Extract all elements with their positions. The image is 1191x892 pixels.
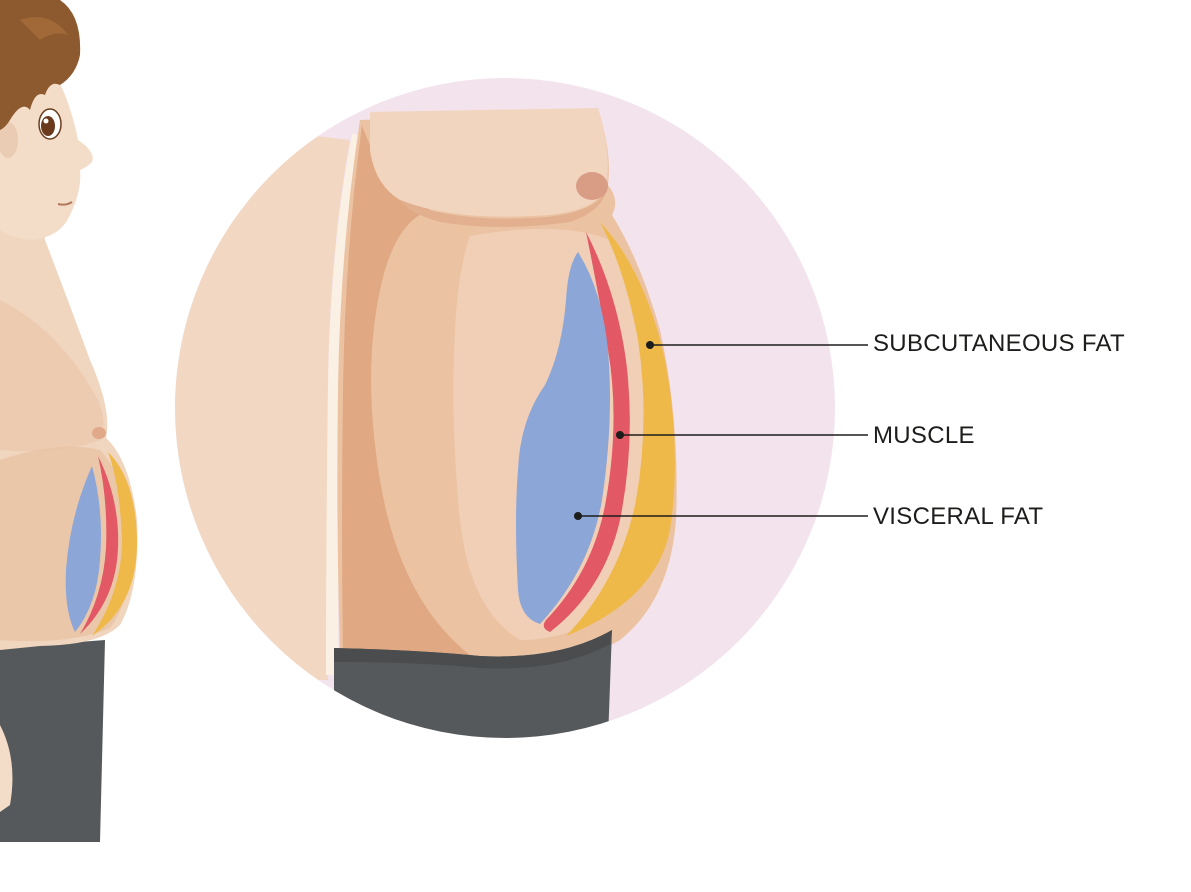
person-ear <box>0 122 18 158</box>
callout-subcutaneous-fat <box>646 341 868 349</box>
person-eye-highlight <box>43 118 49 124</box>
visceral-fat-label: VISCERAL FAT <box>873 503 1044 530</box>
person-muscle <box>80 456 119 634</box>
person-hand <box>0 725 13 812</box>
callout-muscle <box>616 431 868 439</box>
subcutaneous-fat-label: SUBCUTANEOUS FAT <box>873 330 1125 357</box>
chest-underside <box>400 192 606 227</box>
muscle-layer <box>543 232 630 632</box>
muscle-label: MUSCLE <box>873 422 975 449</box>
back-outline <box>326 133 364 676</box>
person-chest-shade <box>0 300 104 452</box>
subcutaneous-fat-layer <box>566 222 675 636</box>
nipple <box>576 172 608 200</box>
person-visceral-fat <box>65 466 101 632</box>
chest <box>370 108 608 217</box>
person-pants <box>0 640 105 842</box>
person-mouth <box>57 201 73 206</box>
person-nipple <box>92 427 106 439</box>
enlarged-belly <box>175 108 677 738</box>
torso-shade <box>342 125 470 655</box>
person-pupil <box>41 116 55 136</box>
callout-visceral-fat <box>574 512 868 520</box>
pants-waistband <box>334 630 612 669</box>
back-skin <box>175 120 350 680</box>
person-hair-highlight <box>20 17 68 40</box>
side-view-person <box>0 0 138 842</box>
person-subcutaneous-fat <box>92 452 138 636</box>
visceral-fat-layer <box>516 252 610 624</box>
